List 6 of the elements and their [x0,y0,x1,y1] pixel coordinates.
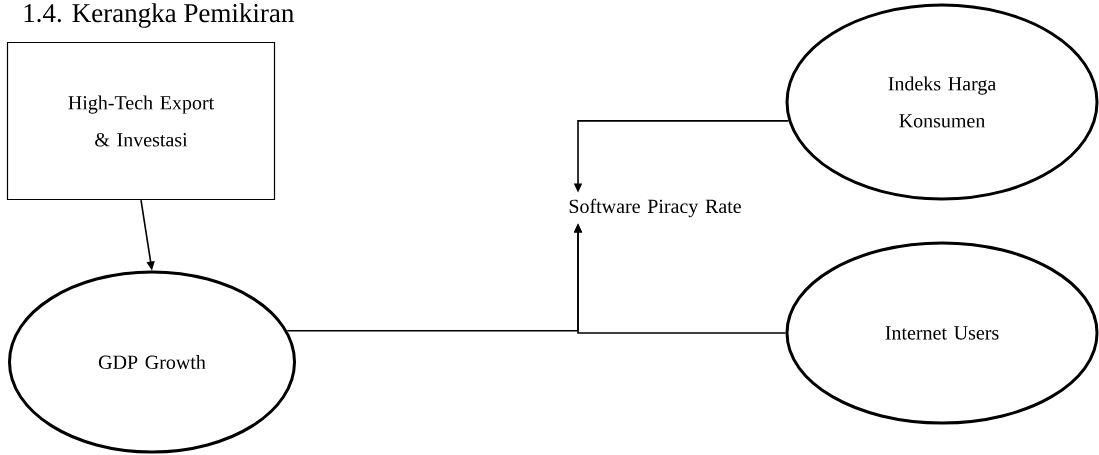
node-label: Software Piracy Rate [569,198,741,218]
ellipse-node: Indeks Harga Konsumen [785,3,1099,201]
process-box: High-Tech Export & Investasi [6,41,276,201]
ellipse-node: Internet Users [785,241,1099,425]
ellipse-node: GDP Growth [8,270,296,454]
heading: 1.4. Kerangka Pemikiran [24,3,294,28]
